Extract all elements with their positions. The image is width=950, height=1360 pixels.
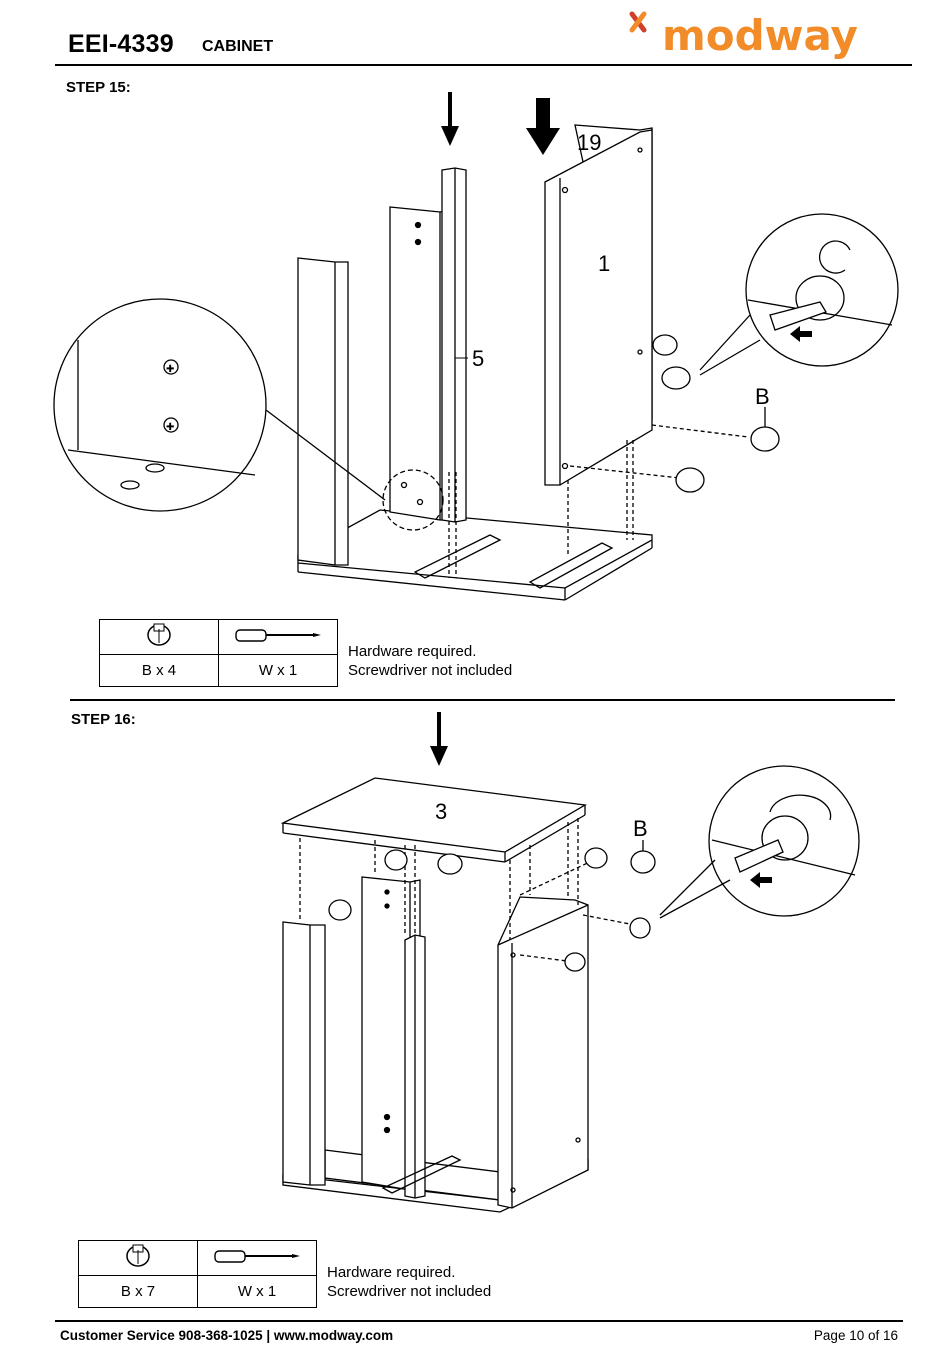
svg-text:✚: ✚ xyxy=(166,422,174,433)
logo-wordmark: modway xyxy=(662,11,858,60)
svg-text:✚: ✚ xyxy=(166,364,174,375)
step-15-diagram: ✚ ✚ 1 5 B 19 xyxy=(0,88,950,608)
note-line-1: Hardware required. xyxy=(348,642,512,661)
tool-w-quantity: W x 1 xyxy=(219,655,338,687)
page-number: Page 10 of 16 xyxy=(814,1328,898,1343)
customer-service-contact: Customer Service 908-368-1025 | www.modw… xyxy=(60,1328,393,1343)
label-dowel-19: 19 xyxy=(577,130,601,155)
note-line-1: Hardware required. xyxy=(327,1263,491,1282)
header-rule xyxy=(55,64,912,66)
hardware-b-quantity: B x 4 xyxy=(100,655,219,687)
step-15-hardware-table: B x 4 W x 1 xyxy=(99,619,338,687)
cam-lock-icon xyxy=(100,620,219,655)
label-hardware-b: B xyxy=(755,384,770,409)
step-15-note: Hardware required. Screwdriver not inclu… xyxy=(348,642,512,680)
note-line-2: Screwdriver not included xyxy=(348,661,512,680)
step-16-hardware-table: B x 7 W x 1 xyxy=(78,1240,317,1308)
step-16-note: Hardware required. Screwdriver not inclu… xyxy=(327,1263,491,1301)
logo-mark-icon xyxy=(632,14,644,30)
step-16-diagram: 3 B xyxy=(0,705,950,1230)
label-panel-3: 3 xyxy=(435,799,447,824)
footer-rule xyxy=(55,1320,903,1322)
model-number: EEI-4339 xyxy=(68,30,174,59)
tool-w-quantity: W x 1 xyxy=(198,1276,317,1308)
label-panel-1: 1 xyxy=(598,251,610,276)
hardware-b-quantity: B x 7 xyxy=(79,1276,198,1308)
label-hardware-b: B xyxy=(633,816,648,841)
modway-logo: modway xyxy=(628,6,878,68)
product-type: CABINET xyxy=(202,38,273,56)
label-panel-5: 5 xyxy=(472,346,484,371)
screwdriver-icon xyxy=(198,1241,317,1276)
step-divider xyxy=(70,699,895,701)
cam-lock-icon xyxy=(79,1241,198,1276)
note-line-2: Screwdriver not included xyxy=(327,1282,491,1301)
screwdriver-icon xyxy=(219,620,338,655)
